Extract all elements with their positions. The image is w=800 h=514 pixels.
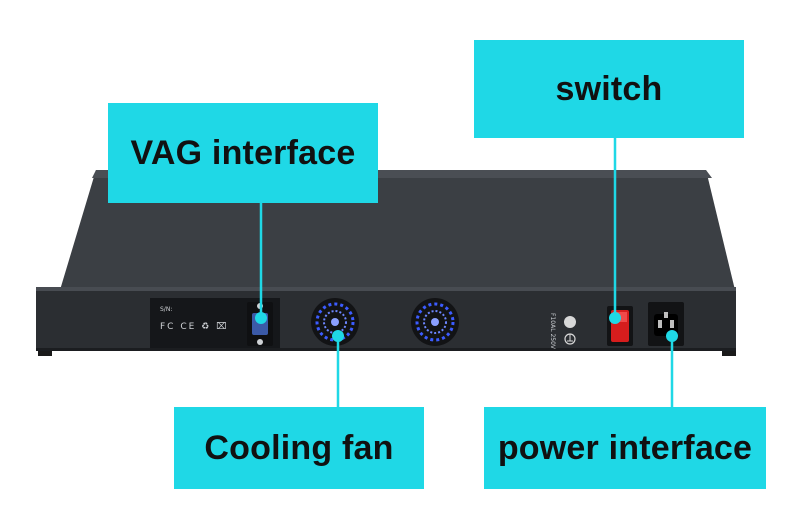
fuse-rating-label: F10AL 250V — [549, 313, 556, 349]
cooling-fan-icon — [411, 298, 459, 346]
serial-number-label: S/N: — [160, 306, 173, 313]
ground-icon — [564, 316, 576, 345]
cooling-fan-callout: Cooling fan — [174, 407, 424, 489]
certification-marks: FC CE ♻ ⌧ — [160, 322, 229, 332]
leader-lines — [255, 138, 678, 407]
vga-interface-callout: VAG interface — [108, 103, 378, 203]
power-switch-icon — [607, 306, 633, 346]
power-socket-icon — [648, 302, 684, 346]
switch-callout: switch — [474, 40, 744, 138]
power-interface-callout: power interface — [484, 407, 766, 489]
cooling-fan-icon — [311, 298, 359, 346]
